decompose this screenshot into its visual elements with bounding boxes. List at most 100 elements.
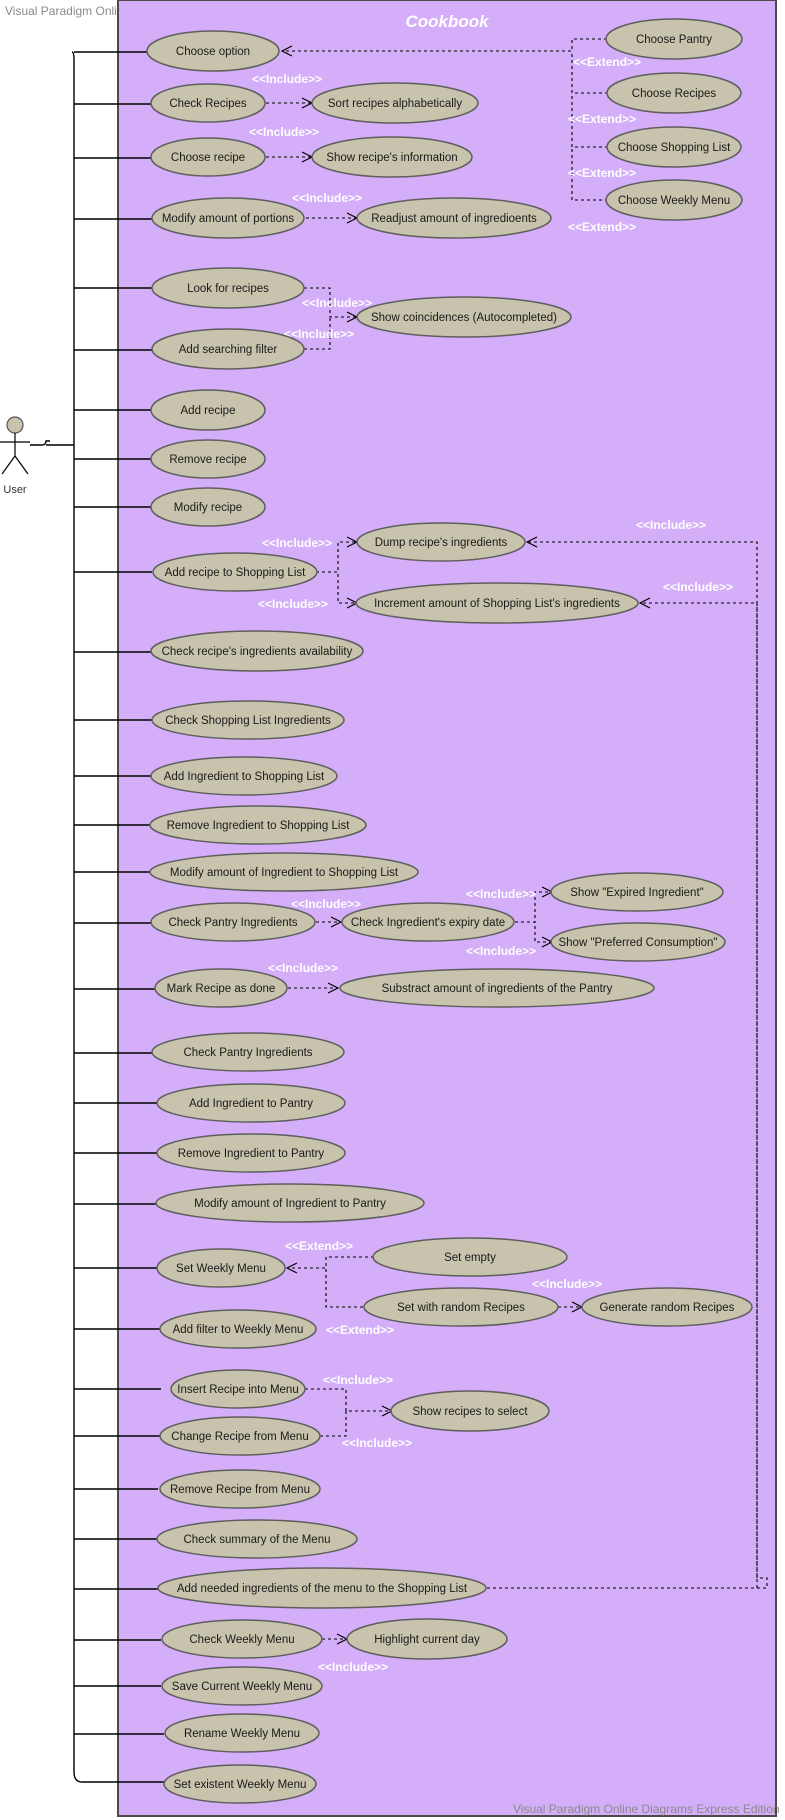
use-case-label: Check Weekly Menu: [189, 1634, 294, 1646]
use-case-add-filter-menu[interactable]: Add filter to Weekly Menu: [159, 1309, 317, 1349]
use-case-ellipse: [155, 1183, 425, 1223]
stereotype-labels: <<Extend>> <<Extend>> <<Extend>> <<Exten…: [249, 55, 733, 1674]
use-case-change-recipe-menu[interactable]: Change Recipe from Menu: [159, 1416, 321, 1456]
use-case-modify-portions[interactable]: Modify amount of portions: [151, 197, 305, 239]
use-case-show-recipe-info[interactable]: Show recipe's information: [311, 136, 473, 178]
use-case-ellipse: [151, 328, 305, 370]
use-case-set-empty[interactable]: Set empty: [372, 1237, 568, 1277]
system-title: Cookbook: [405, 12, 490, 31]
use-case-label: Modify recipe: [174, 502, 242, 514]
svg-text:<<Include>>: <<Include>>: [323, 1373, 393, 1387]
use-case-modify-recipe[interactable]: Modify recipe: [150, 487, 266, 527]
use-case-ellipse: [550, 872, 724, 912]
use-case-label: Readjust amount of ingredioents: [371, 213, 537, 225]
use-case-ellipse: [161, 1619, 323, 1659]
use-case-modify-ingredient-pantry[interactable]: Modify amount of Ingredient to Pantry: [155, 1183, 425, 1223]
use-case-generate-random[interactable]: Generate random Recipes: [581, 1287, 753, 1327]
use-case-show-coincidences[interactable]: Show coincidences (Autocompleted): [356, 296, 572, 338]
use-case-ellipse: [170, 1369, 306, 1409]
use-case-choose-recipes[interactable]: Choose Recipes: [606, 72, 742, 114]
use-case-label: Remove Ingredient to Pantry: [178, 1148, 325, 1160]
use-case-remove-recipe-menu[interactable]: Remove Recipe from Menu: [159, 1469, 321, 1509]
use-case-check-weekly-menu[interactable]: Check Weekly Menu: [161, 1619, 323, 1659]
include-show-select-insert: [305, 1388, 392, 1411]
use-case-label: Show coincidences (Autocompleted): [371, 312, 557, 324]
include-increment-from-menu: [487, 603, 768, 1589]
svg-text:<<Include>>: <<Include>>: [466, 944, 536, 958]
use-case-dump-recipe-ingredients[interactable]: Dump recipe's ingredients: [356, 522, 526, 562]
svg-text:<<Include>>: <<Include>>: [302, 296, 372, 310]
use-case-label: Add searching filter: [179, 344, 278, 356]
use-case-save-weekly-menu[interactable]: Save Current Weekly Menu: [161, 1666, 323, 1706]
use-case-choose-pantry[interactable]: Choose Pantry: [605, 18, 743, 60]
use-case-check-list-ingredients[interactable]: Check Shopping List Ingredients: [151, 700, 345, 740]
use-case-check-summary-menu[interactable]: Check summary of the Menu: [156, 1519, 358, 1559]
use-case-ellipse: [363, 1287, 559, 1327]
use-case-highlight-day[interactable]: Highlight current day: [346, 1618, 508, 1660]
use-case-show-expired[interactable]: Show "Expired Ingredient": [550, 872, 724, 912]
use-case-insert-recipe-menu[interactable]: Insert Recipe into Menu: [170, 1369, 306, 1409]
use-case-ellipse: [161, 1666, 323, 1706]
use-case-add-ingredient-pantry[interactable]: Add Ingredient to Pantry: [156, 1083, 346, 1123]
use-case-ellipse: [151, 197, 305, 239]
use-case-label: Modify amount of Ingredient to Shopping …: [170, 867, 399, 879]
include-increment: [316, 571, 357, 603]
include-coincidences-look: [304, 287, 357, 317]
use-case-add-searching-filter[interactable]: Add searching filter: [151, 328, 305, 370]
use-case-show-preferred[interactable]: Show "Preferred Consumption": [550, 922, 726, 962]
use-case-choose-weekly-menu[interactable]: Choose Weekly Menu: [605, 179, 743, 221]
svg-text:<<Extend>>: <<Extend>>: [568, 220, 636, 234]
svg-text:<<Extend>>: <<Extend>>: [568, 112, 636, 126]
user-actor[interactable]: [0, 416, 30, 475]
use-case-increment-list-ingredients[interactable]: Increment amount of Shopping List's ingr…: [355, 582, 639, 624]
use-case-check-recipes[interactable]: Check Recipes: [150, 83, 266, 123]
use-case-add-needed-ingredients[interactable]: Add needed ingredients of the menu to th…: [157, 1567, 487, 1609]
use-case-readjust-ingredients[interactable]: Readjust amount of ingredioents: [356, 197, 552, 239]
use-case-check-expiry[interactable]: Check Ingredient's expiry date: [341, 902, 515, 942]
svg-text:<<Include>>: <<Include>>: [532, 1277, 602, 1291]
use-case-ellipse: [157, 1567, 487, 1609]
use-case-set-weekly-menu[interactable]: Set Weekly Menu: [156, 1248, 286, 1288]
use-case-add-recipe-to-list[interactable]: Add recipe to Shopping List: [152, 552, 318, 592]
use-case-check-pantry-ingredients-1[interactable]: Check Pantry Ingredients: [150, 902, 316, 942]
use-case-choose-recipe[interactable]: Choose recipe: [150, 137, 266, 177]
use-case-remove-recipe[interactable]: Remove recipe: [150, 439, 266, 479]
use-case-ellipse: [356, 197, 552, 239]
extend-choose-weekly-menu: [571, 147, 608, 201]
use-case-label: Rename Weekly Menu: [184, 1728, 300, 1740]
use-case-ellipse: [390, 1390, 550, 1432]
use-case-mark-recipe-done[interactable]: Mark Recipe as done: [154, 968, 288, 1008]
use-case-label: Set with random Recipes: [397, 1302, 525, 1314]
svg-text:<<Include>>: <<Include>>: [342, 1436, 412, 1450]
use-case-sort-recipes[interactable]: Sort recipes alphabetically: [311, 82, 479, 124]
use-case-modify-ingredient-list[interactable]: Modify amount of Ingredient to Shopping …: [149, 852, 419, 892]
use-case-show-recipes-select[interactable]: Show recipes to select: [390, 1390, 550, 1432]
use-case-ellipse: [150, 756, 338, 796]
svg-text:<<Include>>: <<Include>>: [284, 327, 354, 341]
use-case-choose-option[interactable]: Choose option: [146, 30, 280, 72]
watermark-bottom: Visual Paradigm Online Diagrams Express …: [513, 1802, 780, 1816]
use-case-subtract-pantry[interactable]: Substract amount of ingredients of the P…: [339, 968, 655, 1008]
use-case-add-ingredient-list[interactable]: Add Ingredient to Shopping List: [150, 756, 338, 796]
use-case-ellipse: [150, 487, 266, 527]
use-case-label: Check Ingredient's expiry date: [351, 917, 505, 929]
use-case-set-existent-menu[interactable]: Set existent Weekly Menu: [163, 1764, 317, 1804]
use-case-label: Check Recipes: [169, 98, 247, 110]
use-case-check-pantry-ingredients-2[interactable]: Check Pantry Ingredients: [151, 1032, 345, 1072]
use-case-choose-shopping-list[interactable]: Choose Shopping List: [606, 126, 742, 168]
use-case-label: Highlight current day: [374, 1634, 480, 1646]
svg-text:<<Extend>>: <<Extend>>: [573, 55, 641, 69]
use-case-ellipse: [605, 18, 743, 60]
use-case-label: Choose recipe: [171, 152, 245, 164]
use-case-check-recipe-availability[interactable]: Check recipe's ingredients availability: [150, 630, 364, 672]
use-case-add-recipe[interactable]: Add recipe: [150, 389, 266, 431]
use-case-ellipse: [163, 1764, 317, 1804]
use-case-set-random[interactable]: Set with random Recipes: [363, 1287, 559, 1327]
use-case-look-for-recipes[interactable]: Look for recipes: [151, 267, 305, 309]
use-case-remove-ingredient-list[interactable]: Remove Ingredient to Shopping List: [149, 805, 367, 845]
use-case-rename-weekly-menu[interactable]: Rename Weekly Menu: [164, 1713, 320, 1753]
use-case-remove-ingredient-pantry[interactable]: Remove Ingredient to Pantry: [156, 1133, 346, 1173]
use-case-ellipse: [150, 83, 266, 123]
association-lines: [30, 51, 164, 1783]
use-case-ellipse: [311, 82, 479, 124]
